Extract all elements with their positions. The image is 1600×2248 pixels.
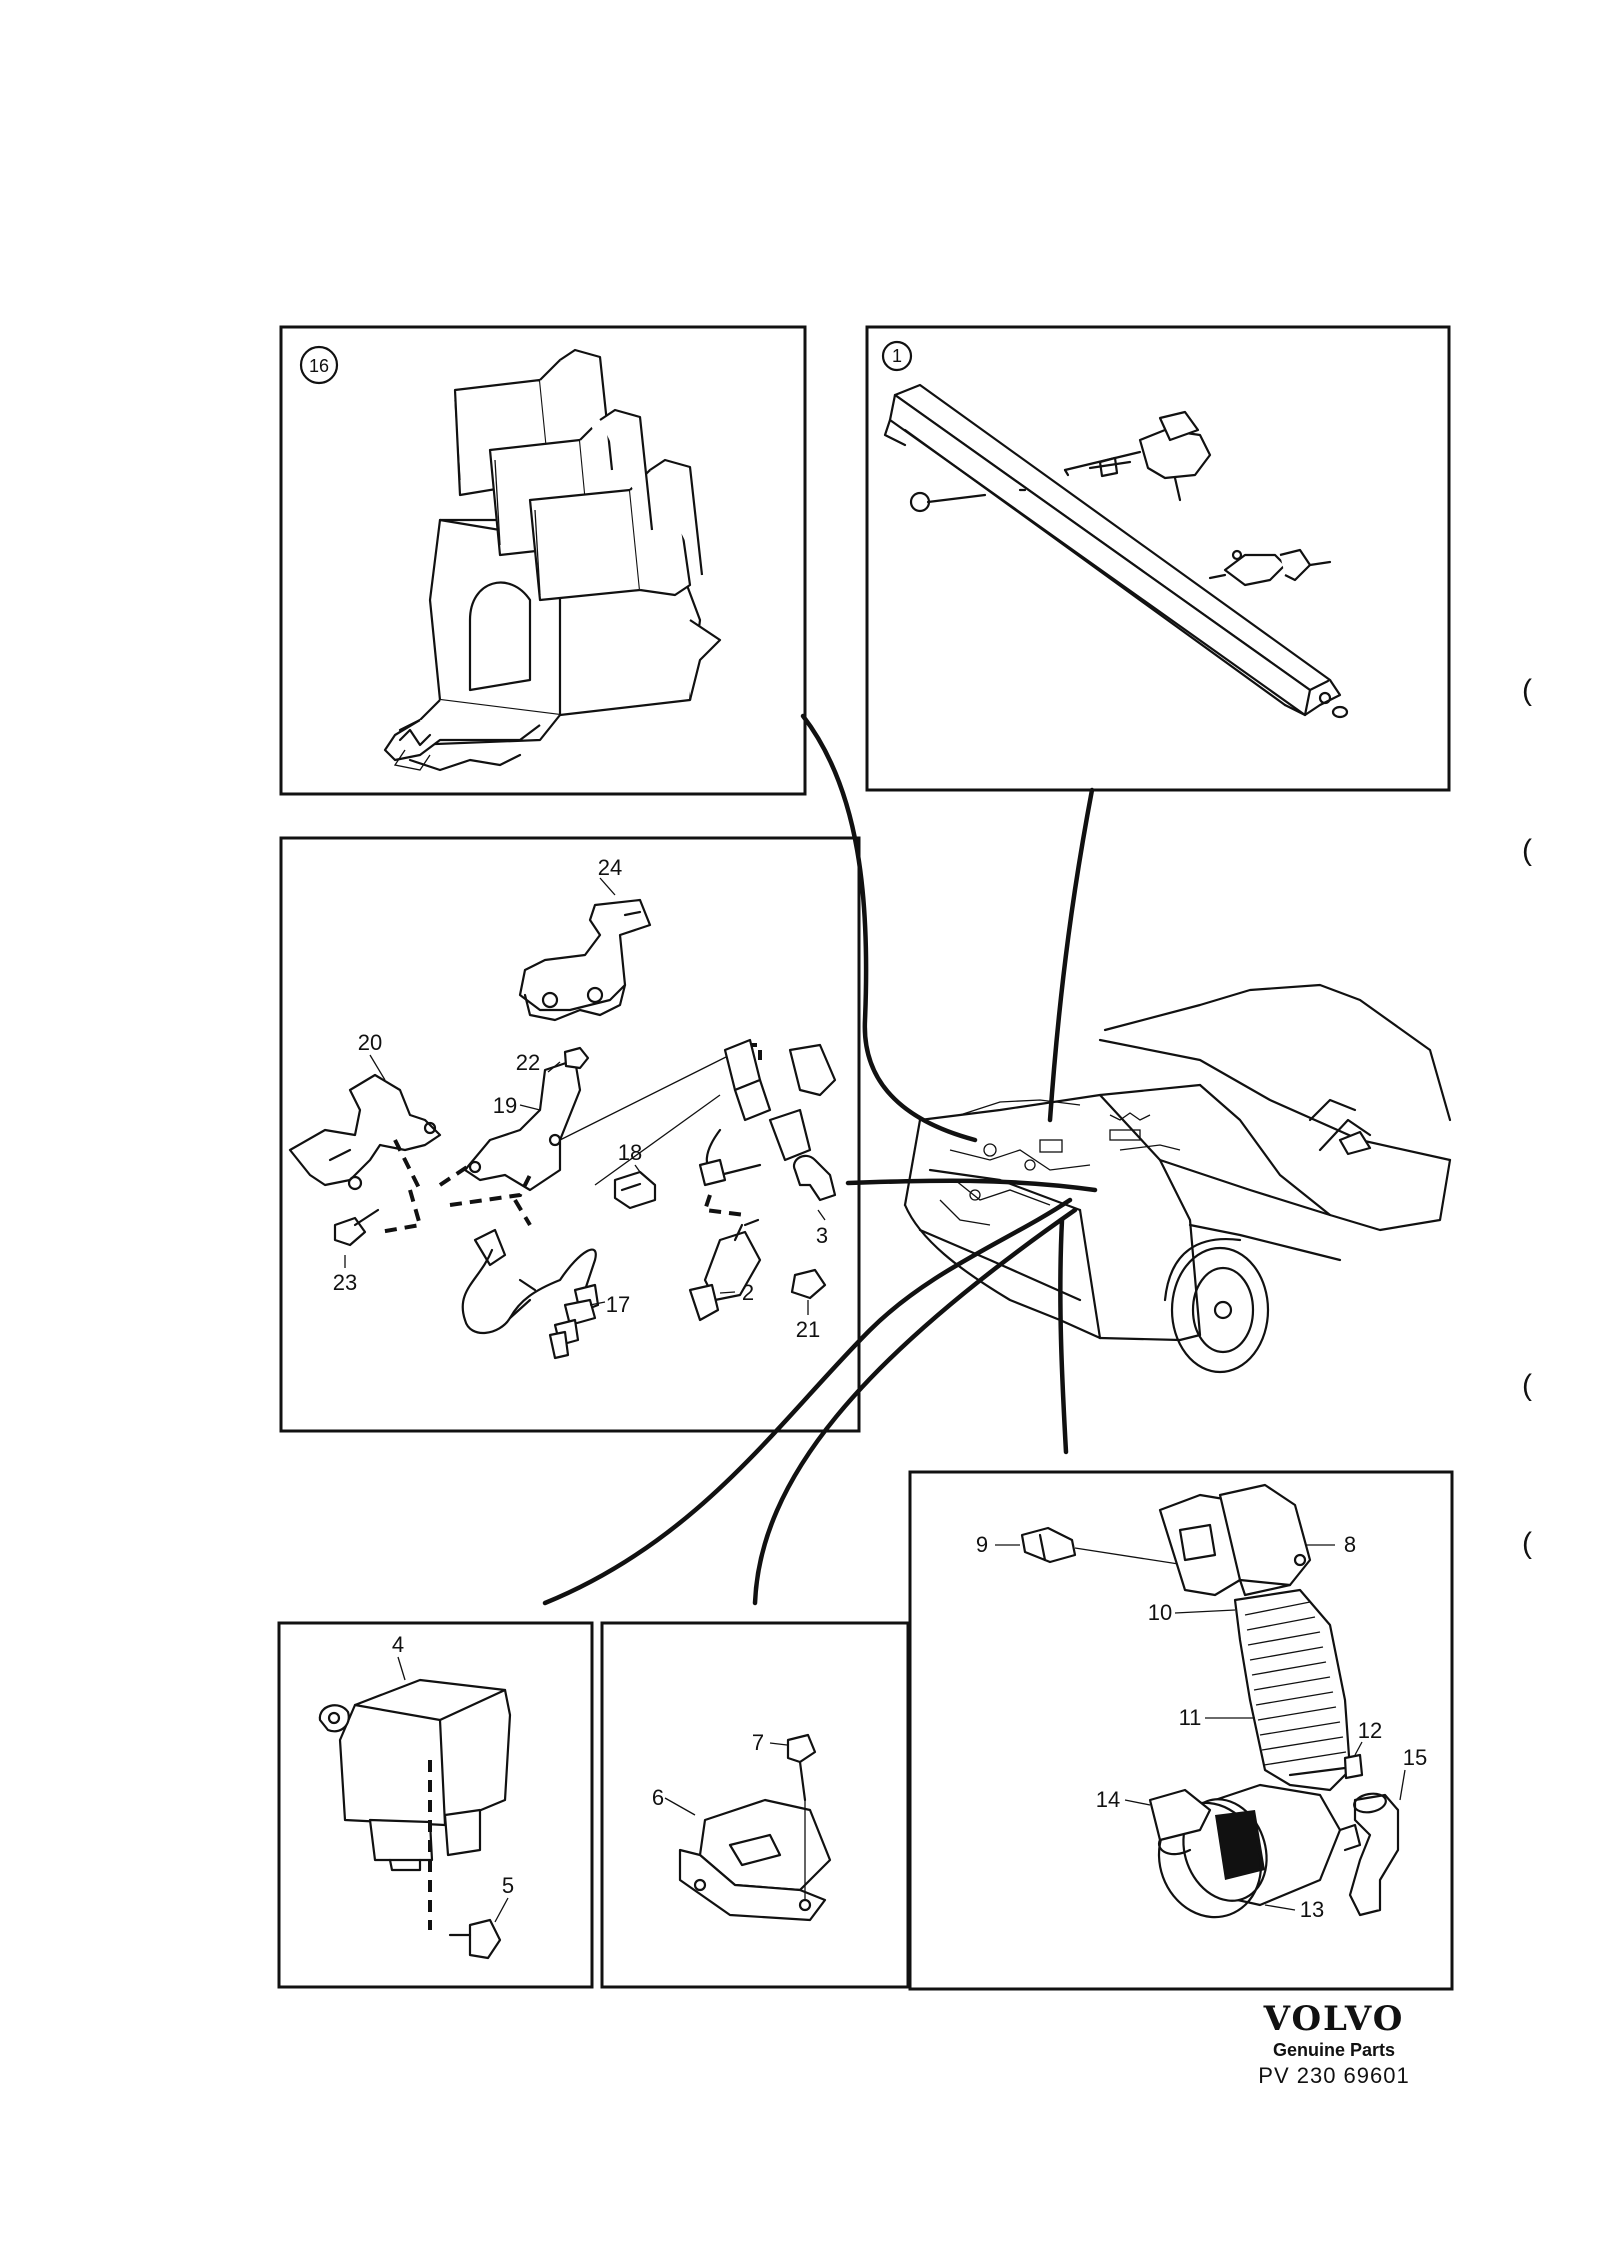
sensor-6 (678, 1798, 832, 1922)
bolt-7 (786, 1733, 817, 1802)
margin-mark-4: ( (1522, 1527, 1532, 1560)
footer: VOLVO Genuine Parts PV 230 69601 (1258, 1999, 1409, 2088)
control-unit-frame (277, 1621, 594, 1989)
label-9: 9 (976, 1532, 988, 1557)
air-intake-panel: 9 8 10 11 12 14 15 13 (908, 1470, 1454, 1991)
bolt-23 (333, 1208, 380, 1247)
label-14: 14 (1096, 1787, 1120, 1812)
clamp-12 (1288, 1753, 1364, 1780)
margin-mark-1: ( (1522, 674, 1532, 707)
control-unit-4 (318, 1678, 512, 1872)
volvo-logo: VOLVO (1263, 1999, 1405, 2039)
margin-mark-2: ( (1522, 834, 1532, 867)
air-intake-frame (908, 1470, 1454, 1991)
label-15: 15 (1403, 1745, 1427, 1770)
car-front-view (903, 983, 1452, 1374)
hose-10-11 (1233, 1588, 1352, 1792)
hose-8 (1158, 1483, 1312, 1597)
sensor-2 (688, 1038, 837, 1322)
sensors-frame (279, 836, 861, 1433)
control-unit-panel: 4 5 (277, 1621, 594, 1989)
label-7: 7 (752, 1730, 764, 1755)
label-6: 6 (652, 1785, 664, 1810)
air-mass-meter-13 (1157, 1783, 1362, 1919)
relay-box-badge: 16 (309, 356, 329, 376)
relay-box-illustration (383, 348, 722, 772)
sensors-panel: 24 20 22 19 18 3 23 17 2 21 (279, 836, 861, 1433)
sensor-mount-panel: 6 7 (600, 1621, 910, 1989)
label-11: 11 (1179, 1705, 1202, 1730)
bracket-20 (288, 1073, 442, 1191)
leader-relay-box (800, 713, 978, 1143)
relay-box-panel: 16 (279, 325, 807, 796)
bracket-24 (518, 898, 652, 1022)
footer-subtitle: Genuine Parts (1273, 2040, 1395, 2060)
margin-mark-3: ( (1522, 1369, 1532, 1402)
fuel-rail-panel: 1 (865, 325, 1451, 792)
label-17: 17 (606, 1292, 630, 1317)
label-12: 12 (1358, 1718, 1382, 1743)
bracket-19 (463, 1058, 582, 1192)
hose-14 (1148, 1788, 1212, 1856)
clip-3 (792, 1154, 837, 1202)
leader-sensor-mount (752, 1207, 1078, 1606)
clip-18 (613, 1170, 657, 1210)
footer-reference: PV 230 69601 (1258, 2063, 1409, 2088)
leader-control-unit (542, 1197, 1073, 1606)
nut-22 (563, 1046, 590, 1070)
sensor-17 (461, 1228, 600, 1360)
label-4: 4 (392, 1632, 404, 1657)
label-5: 5 (502, 1873, 514, 1898)
fuel-rail-badge-circle (881, 340, 913, 372)
relay-box-badge-circle (299, 345, 339, 385)
leader-fuel-rail (1047, 787, 1095, 1123)
label-3: 3 (816, 1223, 828, 1248)
label-21: 21 (796, 1317, 820, 1342)
margin-marks: ( ( ( ( (1522, 674, 1532, 1560)
bolt-9 (1020, 1526, 1077, 1564)
label-13: 13 (1300, 1897, 1324, 1922)
label-10: 10 (1148, 1600, 1172, 1625)
leader-sensors (845, 1178, 1098, 1193)
fuel-rail-badge: 1 (892, 346, 902, 366)
leader-lines (542, 713, 1098, 1606)
bolt-5 (448, 1918, 502, 1960)
label-2: 2 (742, 1280, 754, 1305)
label-23: 23 (333, 1270, 357, 1295)
label-20: 20 (358, 1030, 382, 1055)
label-8: 8 (1344, 1532, 1356, 1557)
relay-box-frame (279, 325, 807, 796)
leader-air-intake (1058, 1217, 1069, 1455)
hose-15 (1348, 1792, 1400, 1917)
label-22: 22 (516, 1050, 540, 1075)
clip-21 (790, 1268, 827, 1300)
label-19: 19 (493, 1093, 517, 1118)
label-18: 18 (618, 1140, 642, 1165)
sensor-mount-frame (600, 1621, 910, 1989)
fuel-rail-illustration (883, 383, 1349, 719)
fuel-rail-frame (865, 325, 1451, 792)
label-24: 24 (598, 855, 622, 880)
